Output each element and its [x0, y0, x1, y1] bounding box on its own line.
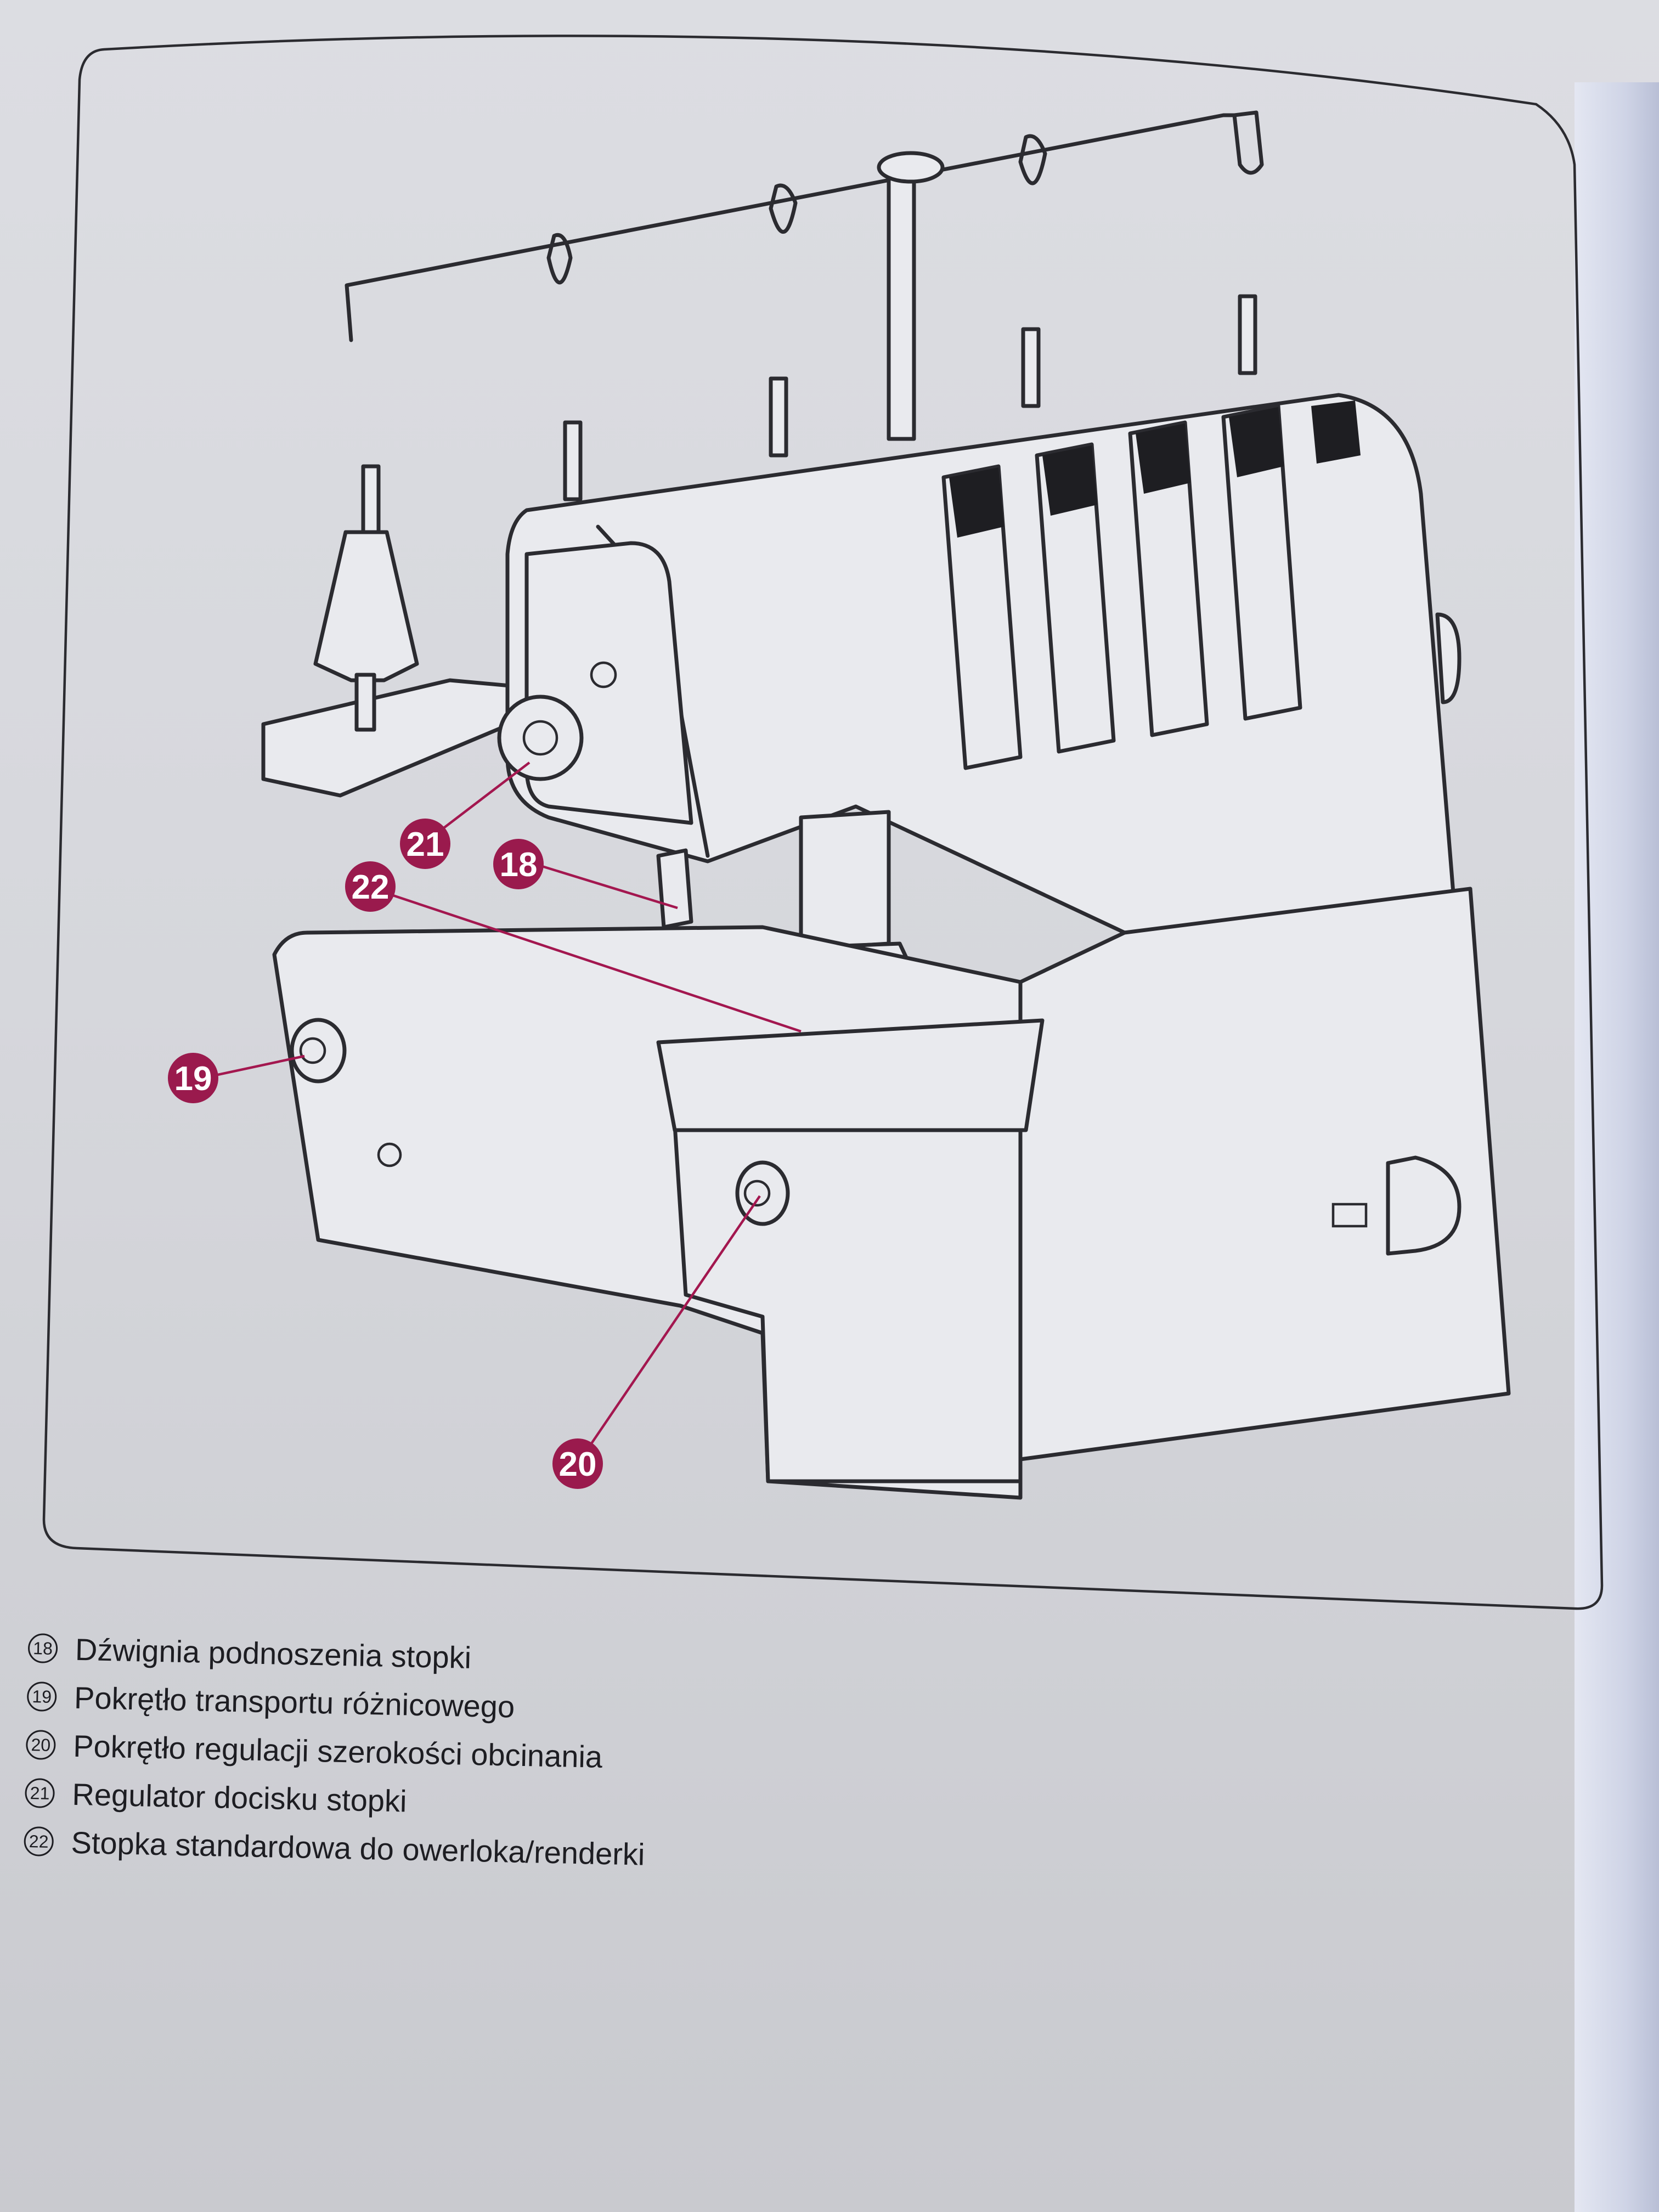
legend-number: 22: [24, 1826, 54, 1857]
legend-number: 21: [24, 1778, 55, 1809]
legend-number: 19: [26, 1681, 57, 1712]
tension-dials: [941, 400, 1361, 770]
hand-wheel: [1435, 612, 1462, 704]
callout-badge-19: 19: [168, 1053, 218, 1103]
legend-label: Pokrętło transportu różnicowego: [74, 1680, 515, 1724]
legend-label: Stopka standardowa do owerloka/renderki: [71, 1825, 646, 1872]
base-right: [1018, 887, 1511, 1462]
cone-holder: [313, 530, 419, 682]
svg-text:18: 18: [500, 846, 538, 884]
adjacent-page-edge: [1575, 82, 1659, 2212]
legend-label: Dźwignia podnoszenia stopki: [75, 1632, 472, 1675]
callout-badge-18: 18: [493, 839, 544, 889]
presser-foot-lift-lever: [656, 848, 693, 929]
callout-badge-22: 22: [345, 861, 396, 912]
callout-badge-21: 21: [400, 819, 450, 869]
svg-text:20: 20: [559, 1446, 597, 1483]
legend-label: Pokrętło regulacji szerokości obcinania: [72, 1728, 603, 1774]
diagram-frame: [42, 35, 1604, 1610]
legend-number: 20: [25, 1729, 56, 1760]
thread-guide-wire: [345, 110, 1264, 342]
presser-foot-pressure-dial: [497, 695, 584, 781]
svg-text:22: 22: [352, 868, 390, 906]
callout-badge-20: 20: [552, 1438, 603, 1489]
legend-label: Regulator docisku stopki: [71, 1776, 408, 1819]
spool-pins: [361, 294, 1257, 545]
svg-text:21: 21: [407, 826, 444, 864]
legend-number: 18: [27, 1633, 58, 1664]
thread-mast: [887, 173, 916, 441]
overlocker-machine: [261, 110, 1511, 1500]
differential-feed-dial: [290, 1018, 347, 1084]
overlocker-diagram: 21 18 22 19 20: [42, 35, 1604, 1610]
svg-text:19: 19: [174, 1060, 212, 1098]
